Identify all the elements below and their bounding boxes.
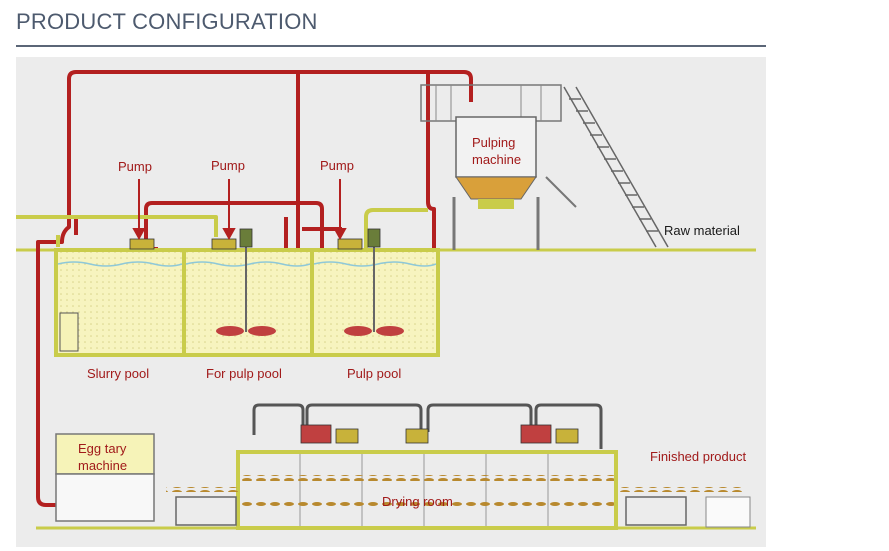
pump-unit-1: [129, 238, 155, 250]
for-pulp-pool-label: For pulp pool: [206, 366, 282, 381]
pulping-machine-label-line1: Pulping: [472, 135, 515, 150]
pump-unit-3: [337, 238, 363, 250]
pulping-machine: [420, 84, 577, 250]
pump-unit-2: [211, 238, 237, 250]
title-underline: [16, 45, 766, 47]
egg-tray-machine-label-line2: machine: [78, 458, 127, 473]
finished-product-label: Finished product: [650, 449, 746, 464]
pump-label-3: Pump: [320, 158, 354, 173]
page-title: PRODUCT CONFIGURATION: [16, 9, 318, 34]
pump-label-2: Pump: [211, 158, 245, 173]
drying-line: [166, 403, 751, 530]
egg-tray-machine-box: [55, 433, 155, 475]
raw-material-label: Raw material: [664, 223, 740, 238]
process-flow-svg: Pump Pump Pump Pulping machine Raw mater…: [16, 70, 756, 530]
pump-units: [129, 238, 363, 250]
slurry-pool-label: Slurry pool: [87, 366, 149, 381]
egg-tray-machine-label-line1: Egg tary: [78, 441, 127, 456]
drying-room-label: Drying room: [382, 494, 453, 509]
product-configuration-diagram: Pump Pump Pump Pulping machine Raw mater…: [16, 57, 766, 547]
access-staircase: [563, 86, 669, 248]
drying-room-box: [236, 450, 618, 530]
pulping-machine-label-line2: machine: [472, 152, 521, 167]
yellow-pipe-network: [16, 208, 428, 252]
pump-arrows: [132, 179, 347, 241]
pulp-pool-label: Pulp pool: [347, 366, 401, 381]
pool-tanks: [54, 248, 440, 357]
agitators: [216, 228, 404, 336]
pump-label-1: Pump: [118, 159, 152, 174]
